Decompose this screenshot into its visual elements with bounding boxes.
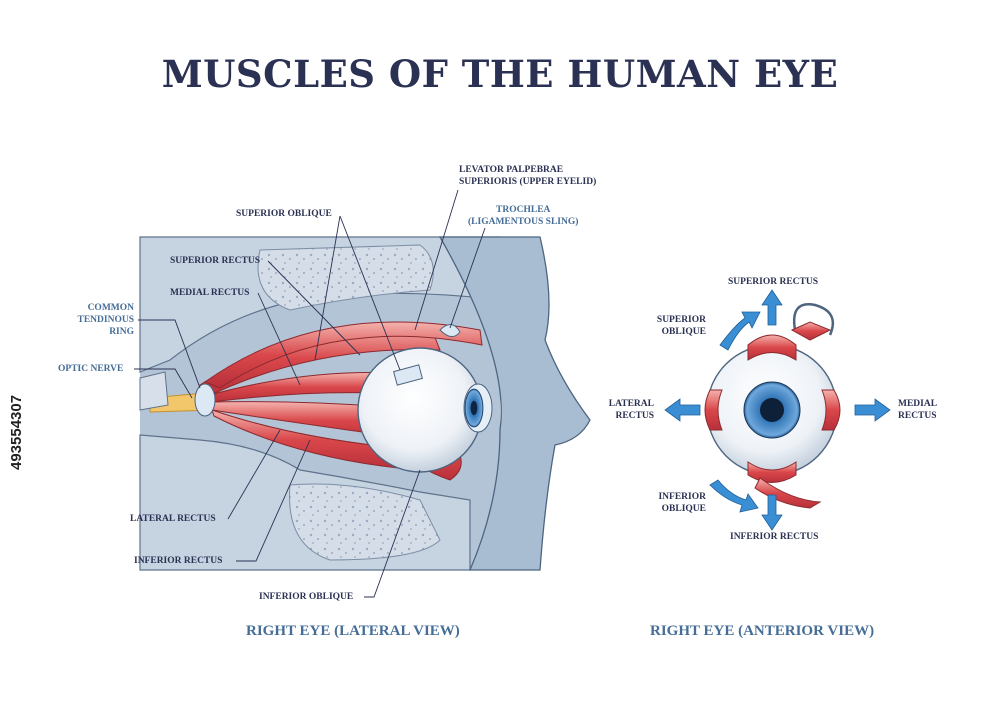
caption-anterior-view: RIGHT EYE (ANTERIOR VIEW) [650, 623, 875, 639]
arrow-curved-down-left [709, 479, 759, 513]
anterior-inferior-oblique [754, 477, 822, 509]
stock-id: 493554307 [8, 394, 25, 470]
nose-bone-tip [139, 371, 169, 411]
label-lateral-rectus: LATERAL RECTUS [130, 514, 216, 524]
anterior-superior-rectus [747, 334, 797, 361]
arrow-left [664, 398, 701, 422]
anterior-medial-rectus [821, 389, 841, 431]
label-optic-nerve: OPTIC NERVE [58, 364, 124, 374]
label-levator: LEVATOR PALPEBRAE SUPERIORIS (UPPER EYEL… [459, 165, 597, 187]
lateral-leader-lines [134, 189, 486, 598]
label-anterior-inferior-rectus: INFERIOR RECTUS [730, 532, 819, 542]
face-profile [438, 236, 591, 571]
trochlea-loop [792, 303, 835, 336]
label-superior-oblique: SUPERIOR OBLIQUE [236, 209, 332, 219]
eyeball [357, 347, 483, 473]
common-tendinous-ring [194, 383, 216, 417]
arrow-curved-up-left [719, 311, 761, 351]
label-anterior-inferior-oblique: INFERIOR OBLIQUE [658, 492, 706, 514]
label-superior-rectus: SUPERIOR RECTUS [170, 256, 261, 266]
tendon-superior-oblique [393, 364, 423, 386]
spongy-bone-lower [289, 483, 441, 561]
lateral-eye-illustration [139, 236, 591, 571]
trochlea-sling [439, 324, 461, 337]
arrow-right [854, 398, 891, 422]
label-common-tendinous-ring: COMMON TENDINOUS RING [77, 303, 135, 337]
anterior-lateral-rectus [704, 389, 723, 431]
anterior-arrows [664, 289, 891, 531]
arrow-up [761, 289, 783, 326]
anterior-pupil [760, 398, 784, 422]
label-anterior-superior-oblique: SUPERIOR OBLIQUE [656, 315, 706, 337]
label-anterior-lateral-rectus: LATERAL RECTUS [608, 399, 654, 421]
label-anterior-medial-rectus: MEDIAL RECTUS [898, 399, 938, 421]
anterior-inferior-rectus [747, 461, 797, 483]
label-inferior-oblique: INFERIOR OBLIQUE [259, 592, 354, 602]
spongy-bone-upper [257, 244, 434, 311]
page-title: MUSCLES OF THE HUMAN EYE [161, 52, 839, 96]
label-trochlea: TROCHLEA (LIGAMENTOUS SLING) [468, 205, 579, 227]
iris [464, 388, 484, 428]
label-anterior-superior-rectus: SUPERIOR RECTUS [728, 277, 819, 287]
label-medial-rectus: MEDIAL RECTUS [170, 288, 250, 298]
arrow-down [761, 494, 783, 531]
label-inferior-rectus: INFERIOR RECTUS [134, 556, 223, 566]
anterior-eye-illustration [704, 303, 841, 509]
anterior-superior-oblique [790, 321, 832, 341]
caption-lateral-view: RIGHT EYE (LATERAL VIEW) [246, 623, 460, 639]
